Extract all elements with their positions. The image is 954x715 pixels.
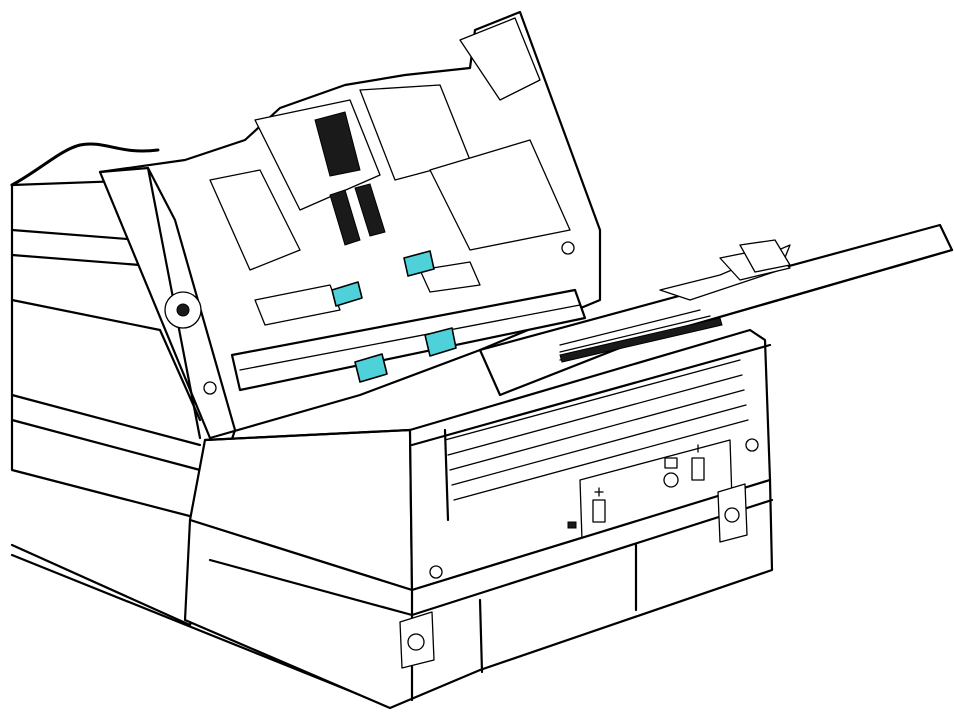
highlight-pad-upper-left [331,281,363,307]
highlight-pad-upper-right [403,250,435,277]
highlighted-parts [331,250,457,383]
foot-knob-right [717,483,748,543]
output-tray [478,223,954,397]
highlight-pad-lower-left [354,353,388,383]
adf-lid [98,10,602,440]
highlight-pad-lower-right [424,327,457,357]
usb-port-icon [592,487,606,523]
scanner-lower-base [183,478,774,710]
scanner-front-body [188,328,772,608]
power-switch-icon [691,444,705,481]
power-jack-icon [663,457,679,488]
flatbed-base [10,142,387,707]
foot-knob-left [399,611,435,669]
vent-grille [443,359,749,522]
